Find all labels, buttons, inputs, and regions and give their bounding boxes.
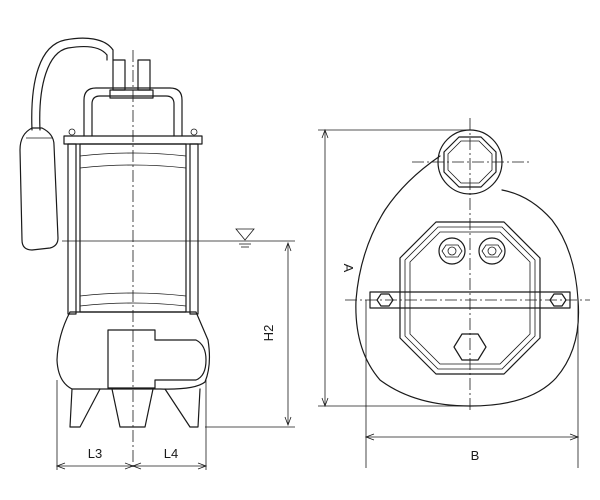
dimension-l3-l4: L3 L4: [55, 380, 208, 470]
motor-cover: [399, 221, 541, 375]
water-level-symbol: [235, 228, 255, 241]
dimension-b-label: B: [471, 448, 480, 463]
dimension-a-label: A: [341, 264, 356, 273]
pump-casing: [56, 311, 211, 390]
dimension-l3-label: L3: [88, 446, 102, 461]
pump-foot-left: [69, 388, 101, 428]
float-switch: [19, 127, 59, 251]
dimension-b: B: [364, 300, 580, 468]
gland-top-view-left: [438, 237, 466, 265]
pump-foot-center: [111, 388, 154, 428]
discharge-outlet: [107, 329, 207, 389]
pump-handle: [83, 87, 183, 137]
center-plug: [453, 333, 487, 361]
pump-foot-right: [164, 388, 201, 428]
pump-side-view: [19, 37, 295, 468]
power-cable: [31, 37, 114, 131]
dimension-l4-label: L4: [164, 446, 178, 461]
gland-top-view-right: [478, 237, 506, 265]
dimension-h2: H2: [205, 241, 295, 428]
pump-top-view: [345, 118, 590, 412]
cable-gland-right: [137, 59, 151, 91]
dimension-h2-label: H2: [261, 325, 276, 342]
cable-gland-left: [112, 59, 126, 91]
dimension-a: A: [318, 128, 470, 408]
discharge-port-nut: [443, 136, 497, 188]
